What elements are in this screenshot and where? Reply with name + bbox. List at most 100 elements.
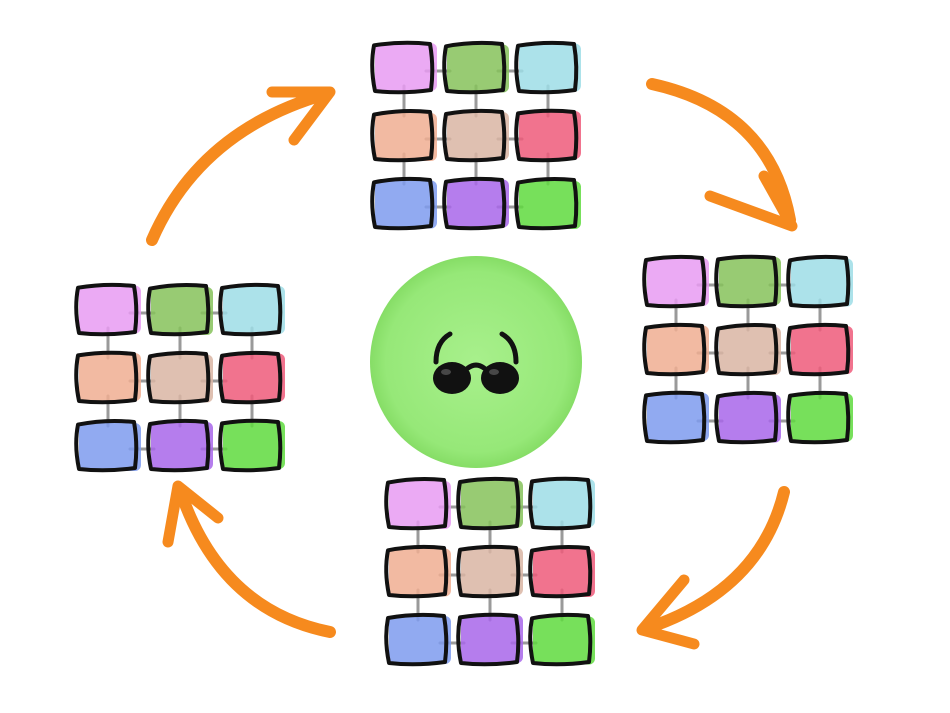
cell-fill <box>647 325 709 374</box>
cycle-arrows <box>146 78 798 650</box>
cell-outline <box>384 612 449 667</box>
arrow-right-to-bottom <box>636 486 790 650</box>
grid-cell <box>642 390 709 445</box>
grid-cell <box>456 544 523 599</box>
grid-cell <box>714 390 781 445</box>
cell-outline <box>442 108 507 163</box>
cell-fill <box>79 423 141 471</box>
grid-bottom <box>384 476 595 667</box>
cell-fill <box>447 112 509 160</box>
grid-cell <box>514 176 581 231</box>
grid-cell <box>384 612 451 667</box>
cell-fill <box>79 285 141 334</box>
cell-outline <box>642 390 707 445</box>
cell-fill <box>647 393 709 441</box>
cell-outline <box>442 40 507 95</box>
cell-fill <box>389 481 451 529</box>
cell-outline <box>528 476 593 531</box>
cell-fill <box>223 353 285 402</box>
cell-outline <box>442 176 507 231</box>
grid-cell <box>786 390 853 445</box>
cell-outline <box>456 612 521 667</box>
grid-cell <box>528 544 595 599</box>
cell-fill <box>533 549 595 597</box>
cell-outline <box>714 254 779 309</box>
cell-fill <box>791 258 853 307</box>
arrow-head <box>162 480 224 548</box>
cell-outline <box>146 350 211 405</box>
cell-fill <box>791 326 853 374</box>
grids-layer <box>74 40 853 667</box>
grid-cell <box>528 612 595 667</box>
cell-outline <box>786 322 851 377</box>
hub-circle <box>370 256 582 468</box>
grid-cell <box>456 476 523 531</box>
cell-outline <box>514 108 579 163</box>
cell-outline <box>146 418 211 473</box>
grid-cell <box>370 40 437 95</box>
cell-outline <box>218 282 283 337</box>
grid-cell <box>218 350 285 405</box>
arrow-shaft <box>642 486 790 634</box>
cell-fill <box>519 43 581 92</box>
grid-cell <box>146 282 213 337</box>
cell-outline <box>642 254 707 309</box>
cell-outline <box>74 418 139 473</box>
grid-right <box>642 254 853 445</box>
arrow-head <box>704 170 798 232</box>
grid-cell <box>218 282 285 337</box>
cell-fill <box>461 480 523 528</box>
cell-outline <box>786 390 851 445</box>
sunglasses-icon <box>433 331 519 394</box>
grid-cell <box>146 418 213 473</box>
grid-cell <box>456 612 523 667</box>
grid-cell <box>384 544 451 599</box>
cell-outline <box>218 418 283 473</box>
cell-fill <box>647 258 709 306</box>
cell-outline <box>528 612 593 667</box>
cell-outline <box>714 322 779 377</box>
grid-top <box>370 40 581 231</box>
cell-fill <box>79 353 141 401</box>
cell-outline <box>786 254 851 309</box>
cell-fill <box>223 286 285 334</box>
cell-fill <box>151 422 213 470</box>
grid-left <box>74 282 285 473</box>
cell-fill <box>719 327 781 375</box>
cell-fill <box>719 394 781 443</box>
cell-outline <box>384 476 449 531</box>
cell-outline <box>74 282 139 337</box>
cell-outline <box>514 176 579 231</box>
arrow-shaft <box>146 88 332 246</box>
cell-fill <box>533 479 595 527</box>
grid-cell <box>74 350 141 405</box>
cell-fill <box>461 547 523 596</box>
cell-fill <box>461 615 523 663</box>
grid-cell <box>218 418 285 473</box>
cell-outline <box>370 108 435 163</box>
grid-cell <box>786 254 853 309</box>
cell-outline <box>456 476 521 531</box>
grid-cell <box>442 40 509 95</box>
cell-fill <box>447 44 509 93</box>
cell-fill <box>389 548 451 597</box>
grid-cell <box>714 322 781 377</box>
cell-outline <box>514 40 579 95</box>
grid-cell <box>514 108 581 163</box>
cell-outline <box>74 350 139 405</box>
arrow-head <box>636 574 700 650</box>
cell-fill <box>375 113 437 161</box>
cell-outline <box>714 390 779 445</box>
grid-cell <box>74 418 141 473</box>
grid-cell <box>642 322 709 377</box>
arrow-bottom-to-left <box>162 480 336 638</box>
arrow-left-to-top <box>146 86 336 246</box>
cell-outline <box>146 282 211 337</box>
cell-fill <box>447 179 509 228</box>
cell-fill <box>389 616 451 664</box>
grid-cell <box>514 40 581 95</box>
cell-fill <box>375 43 437 91</box>
arrow-head <box>266 86 336 146</box>
cell-fill <box>791 393 853 442</box>
